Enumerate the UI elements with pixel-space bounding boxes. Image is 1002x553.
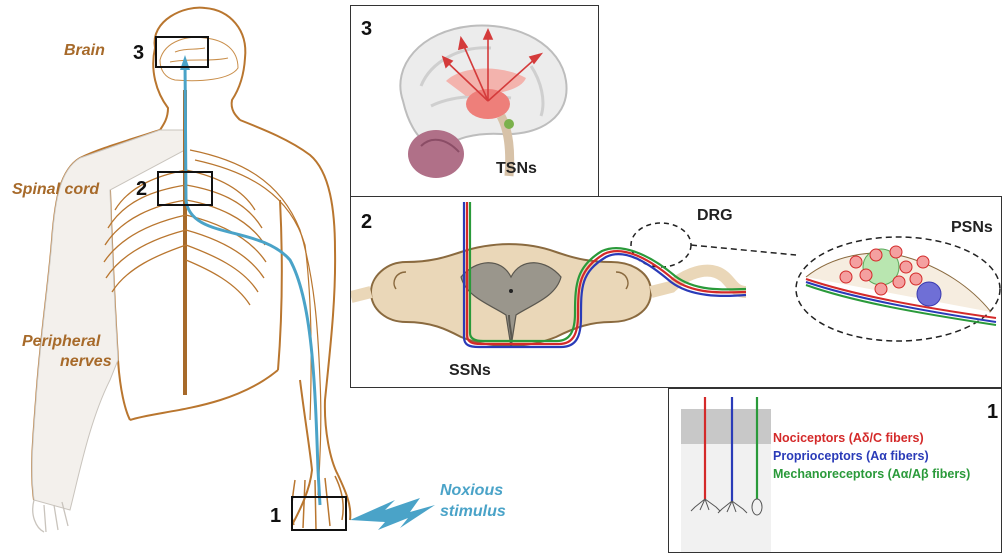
legend-proprioceptors: Proprioceptors (Aα fibers) xyxy=(773,449,929,463)
peripheral-label-1: Peripheral xyxy=(22,332,100,351)
panel-spinal-number: 2 xyxy=(361,211,372,234)
panel-brain: 3 TSNs xyxy=(350,5,599,197)
stimulus-label-1: Noxious xyxy=(440,480,503,501)
psn-label: PSNs xyxy=(951,219,993,237)
drg-label: DRG xyxy=(697,207,733,225)
brain-outline xyxy=(160,37,238,80)
spinal-cord-label: Spinal cord xyxy=(12,180,99,199)
stimulus-label-2: stimulus xyxy=(440,501,506,522)
panel-spinal-cord: 2 DRG PSNs SSNs xyxy=(350,196,1002,388)
legend-mechanoreceptors: Mechanoreceptors (Aα/Aβ fibers) xyxy=(773,467,970,481)
panel-skin: 1 Nociceptors (Aδ/C fibers) Propriocepto… xyxy=(668,388,1002,553)
panel-brain-number: 3 xyxy=(361,18,372,41)
ssn-label: SSNs xyxy=(449,362,491,380)
arm-nerves xyxy=(190,150,321,495)
hand-box-number: 1 xyxy=(270,505,281,528)
spinal-box-number: 2 xyxy=(136,178,147,201)
drg-connector-line xyxy=(691,245,796,255)
pain-pathway xyxy=(185,60,320,505)
brain-label: Brain xyxy=(64,41,105,60)
brain-box-number: 3 xyxy=(133,42,144,65)
brain-section-illustration xyxy=(351,6,599,197)
spinal-cross-section xyxy=(351,197,1002,388)
peripheral-label-2: nerves xyxy=(60,352,112,371)
stimulus-bolt xyxy=(350,498,435,530)
legend-nociceptors: Nociceptors (Aδ/C fibers) xyxy=(773,431,924,445)
tsn-label: TSNs xyxy=(496,160,537,178)
panel-skin-number: 1 xyxy=(987,401,998,424)
